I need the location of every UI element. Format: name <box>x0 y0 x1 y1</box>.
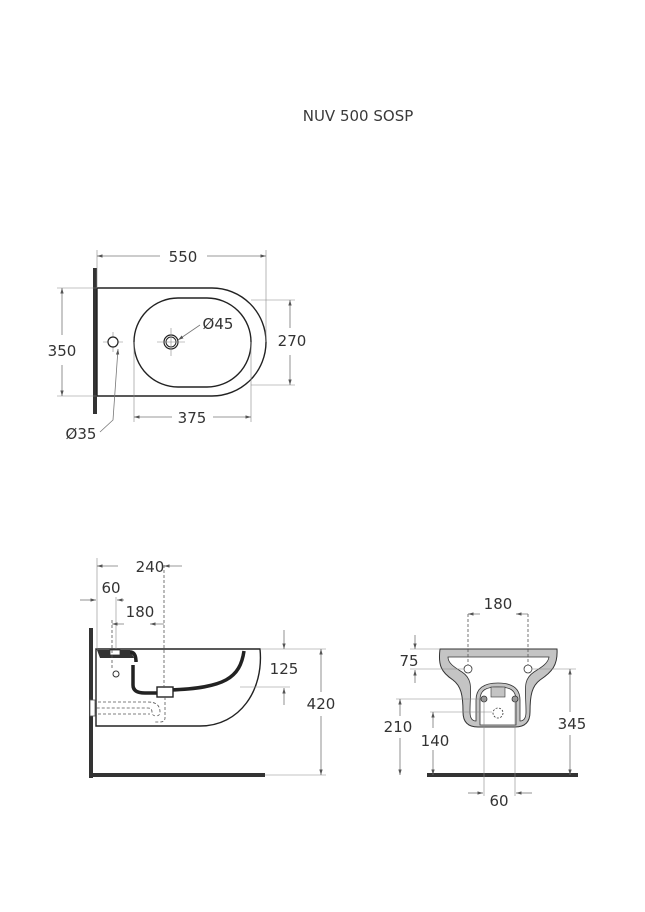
dim-125: 125 <box>270 660 299 678</box>
dim-420: 420 <box>307 695 336 713</box>
dim-180: 180 <box>126 603 155 621</box>
tap-hole-diameter-label: Ø35 <box>66 425 97 443</box>
dim-350: 350 <box>48 342 77 360</box>
drain-fitting <box>156 686 174 698</box>
fixing-hole-left <box>463 664 473 674</box>
front-dim-75: 75 <box>399 652 418 670</box>
front-dim-210: 210 <box>384 718 413 736</box>
tap-hole <box>107 336 119 348</box>
fixing-hole-right <box>523 664 533 674</box>
bidet-outline-side <box>95 648 262 727</box>
front-dim-180: 180 <box>484 595 513 613</box>
drawing-title: NUV 500 SOSP <box>303 107 414 125</box>
front-dim-140: 140 <box>421 732 450 750</box>
dim-270: 270 <box>278 332 307 350</box>
front-dim-60: 60 <box>489 792 508 810</box>
bowl-outline <box>133 297 252 388</box>
front-dim-345: 345 <box>558 715 587 733</box>
top-view: 550 350 270 375 Ø45 Ø35 <box>48 248 307 443</box>
bowl-wall <box>169 650 246 692</box>
dim-240: 240 <box>136 558 165 576</box>
dim-60: 60 <box>101 579 120 597</box>
front-view: 180 75 345 210 140 60 <box>384 595 587 810</box>
dim-375: 375 <box>178 409 207 427</box>
side-view: 240 60 180 125 420 <box>80 558 335 778</box>
floor <box>427 773 578 777</box>
dim-550: 550 <box>169 248 198 266</box>
drain-diameter-label: Ø45 <box>203 315 234 333</box>
floor <box>89 773 265 777</box>
wall <box>93 268 97 414</box>
